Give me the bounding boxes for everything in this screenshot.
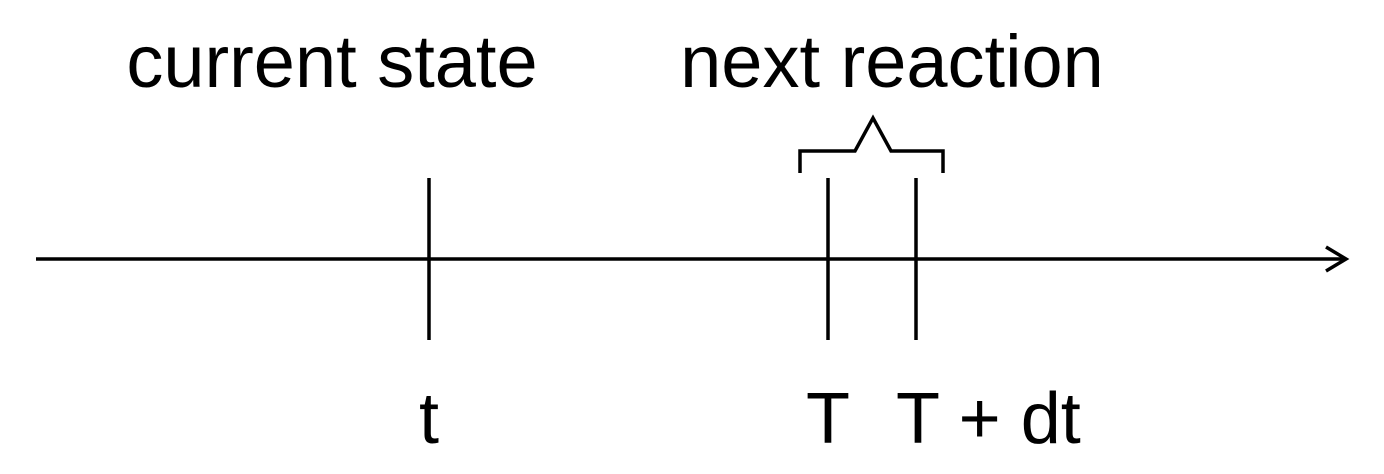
tick-label-t: t [419,379,439,459]
next-reaction-label: next reaction [680,20,1104,103]
next-reaction-brace [798,114,945,173]
current-state-label: current state [126,20,537,103]
tick-label-T: T [806,379,850,459]
arrow-head-icon [1325,245,1350,273]
tick-label-T-plus-dt: T + dt [896,379,1081,459]
